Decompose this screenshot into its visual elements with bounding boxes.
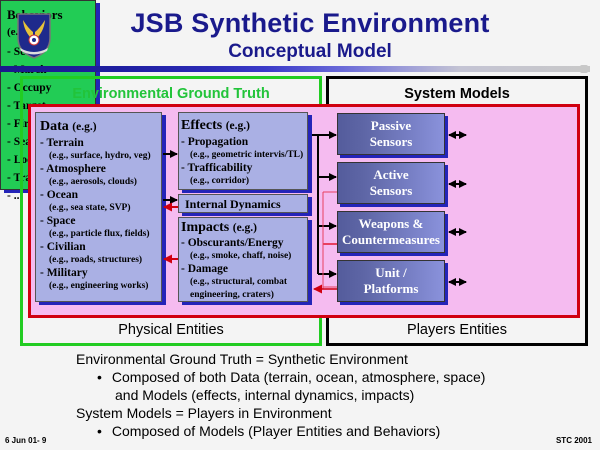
effects-item-propagation: - Propagation — [181, 136, 249, 148]
data-box: Data (e.g.) - Terrain (e.g., surface, hy… — [35, 112, 162, 302]
effects-item-trafficability-sub: (e.g., corridor) — [190, 176, 250, 186]
data-item-space: - Space — [40, 215, 76, 227]
data-item-atmosphere-sub: (e.g., aerosols, clouds) — [49, 177, 137, 187]
environmental-ground-truth-label: Environmental Ground Truth — [72, 86, 270, 102]
impacts-item-damage-sub2: engineering, craters) — [190, 290, 274, 300]
footer-conference: STC 2001 — [555, 436, 592, 445]
weapons-line1: Weapons & — [358, 216, 424, 231]
effects-box-eg: (e.g.) — [225, 120, 250, 132]
data-item-military-sub: (e.g., engineering works) — [49, 281, 149, 291]
footer-date-page: 6 Jun 01- 9 — [5, 436, 47, 445]
effects-item-trafficability: - Trafficability — [181, 162, 253, 174]
internal-dynamics-box: Internal Dynamics — [178, 194, 308, 213]
page-title: JSB Synthetic Environment — [130, 8, 490, 38]
physical-entities-label: Physical Entities — [118, 322, 224, 338]
title-separator — [0, 66, 590, 72]
impacts-item-obscurants-sub: (e.g., smoke, chaff, noise) — [190, 251, 292, 261]
summary-bullet-egt-cont: and Models (effects, internal dynamics, … — [115, 387, 415, 403]
impacts-item-damage: - Damage — [181, 263, 228, 275]
page-subtitle: Conceptual Model — [228, 41, 392, 62]
behavior-item: - ... — [7, 190, 23, 202]
data-item-ocean-sub: (e.g., sea state, SVP) — [49, 203, 131, 213]
summary-bullet-egt: • Composed of both Data (terrain, ocean, … — [97, 369, 485, 385]
unit-line2: Platforms — [363, 281, 419, 296]
unit-platforms-box: Unit /Platforms — [337, 260, 445, 302]
active-sensors-line1: Active — [373, 167, 409, 182]
system-models-label: System Models — [404, 86, 510, 102]
summary-bullet-sm-text: Composed of Models (Player Entities and … — [111, 423, 441, 439]
players-entities-label: Players Entities — [407, 322, 507, 338]
summary-bullet-egt-text: Composed of both Data (terrain, ocean, a… — [111, 369, 486, 385]
unit-line1: Unit / — [375, 265, 407, 280]
data-item-atmosphere: - Atmosphere — [40, 163, 106, 175]
impacts-box-eg: (e.g.) — [232, 222, 257, 234]
summary-line-egt: Environmental Ground Truth = Synthetic E… — [76, 351, 408, 367]
active-sensors-line2: Sensors — [369, 183, 413, 198]
effects-item-propagation-sub: (e.g., geometric intervis/TL) — [190, 150, 304, 160]
data-item-civilian-sub: (e.g., roads, structures) — [49, 255, 143, 265]
bullet-icon: • — [97, 369, 102, 385]
data-box-eg: (e.g.) — [72, 121, 97, 133]
passive-sensors-line1: Passive — [370, 118, 412, 133]
data-item-terrain: - Terrain — [40, 137, 84, 149]
data-item-terrain-sub: (e.g., surface, hydro, veg) — [49, 151, 151, 161]
data-box-title: Data — [40, 119, 69, 134]
summary-bullet-sm: • Composed of Models (Player Entities and… — [97, 423, 440, 439]
weapons-countermeasures-box: Weapons &Countermeasures — [337, 211, 445, 253]
summary-line-sm: System Models = Players in Environment — [76, 405, 332, 421]
effects-box: Effects (e.g.) - Propagation (e.g., geom… — [178, 112, 308, 190]
passive-sensors-line2: Sensors — [369, 134, 413, 149]
behavior-item: - Occupy — [7, 82, 52, 94]
bullet-icon: • — [97, 423, 102, 439]
separator-end-cap — [580, 65, 588, 73]
impacts-box-title: Impacts — [181, 220, 230, 235]
data-item-military: - Military — [40, 267, 88, 279]
effects-box-title: Effects — [181, 118, 223, 133]
impacts-item-obscurants: - Obscurants/Energy — [181, 237, 284, 249]
air-force-shield-icon — [14, 10, 54, 60]
data-item-civilian: - Civilian — [40, 241, 86, 253]
impacts-item-damage-sub: (e.g., structural, combat — [190, 277, 288, 287]
weapons-line2: Countermeasures — [342, 232, 440, 247]
impacts-box: Impacts (e.g.) - Obscurants/Energy (e.g.… — [178, 217, 308, 302]
data-item-space-sub: (e.g., particle flux, fields) — [49, 229, 150, 239]
data-item-ocean: - Ocean — [40, 189, 79, 201]
